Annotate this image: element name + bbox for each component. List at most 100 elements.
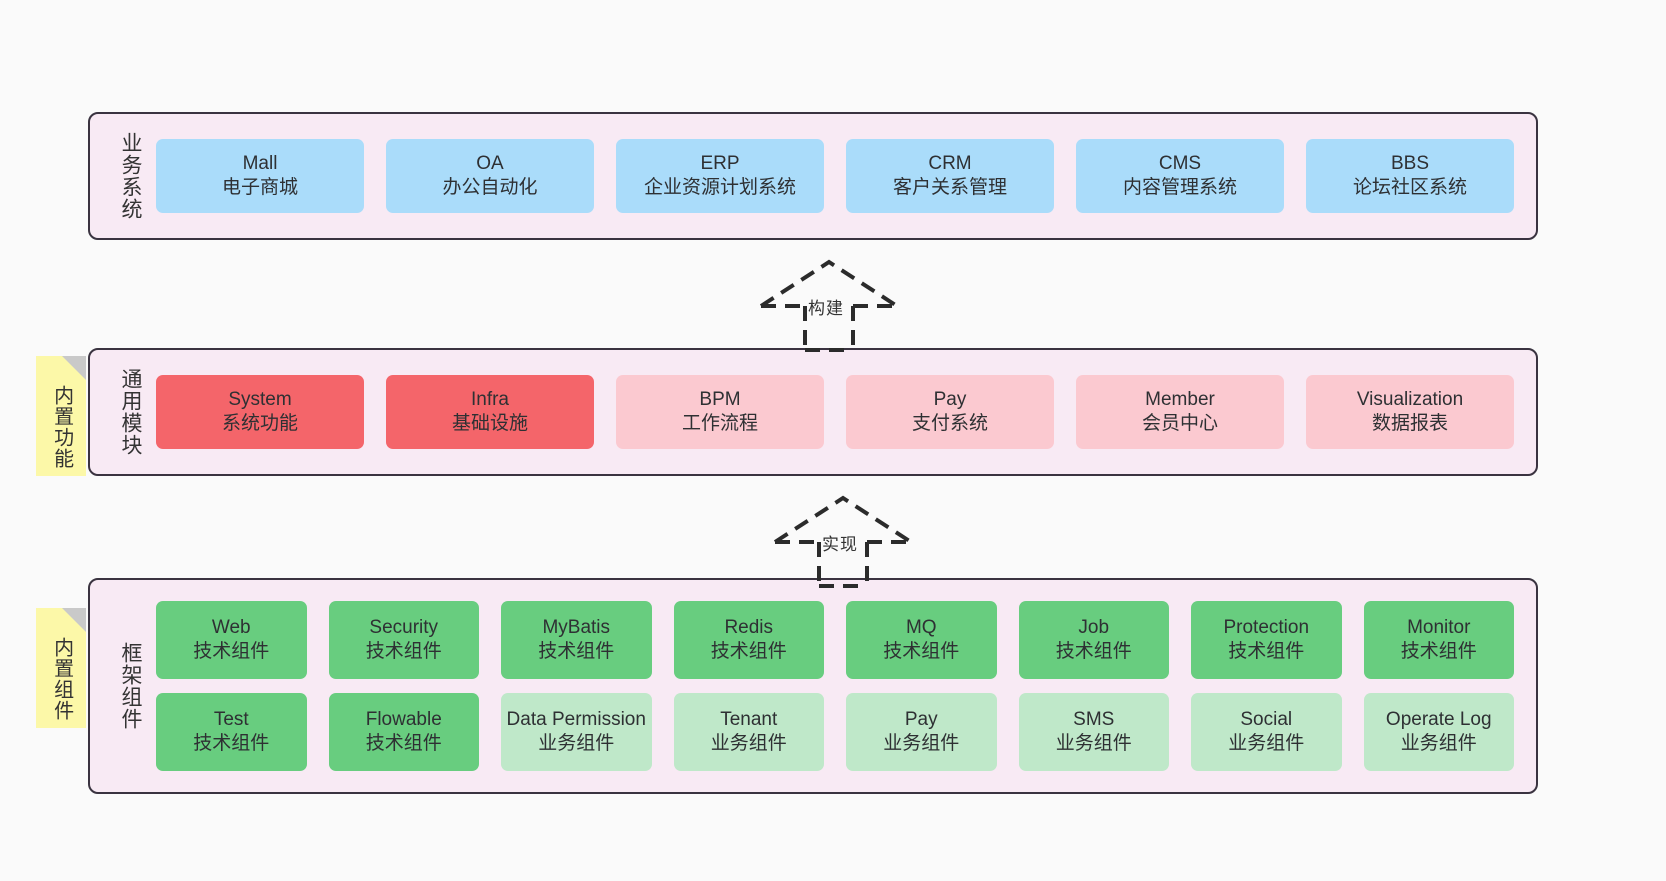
card-data-permission[interactable]: Data Permission 业务组件 [501, 693, 652, 771]
card-title: OA [476, 152, 504, 174]
card-crm[interactable]: CRM 客户关系管理 [846, 139, 1054, 213]
card-pay-component[interactable]: Pay 业务组件 [846, 693, 997, 771]
card-title: CRM [928, 152, 972, 174]
card-flowable[interactable]: Flowable 技术组件 [328, 693, 479, 771]
card-subtitle: 技术组件 [538, 641, 615, 662]
note-fold-corner-icon [62, 356, 86, 380]
card-subtitle: 技术组件 [1400, 641, 1477, 662]
card-subtitle: 基础设施 [451, 413, 528, 434]
card-oa[interactable]: OA 办公自动化 [386, 139, 594, 213]
card-subtitle: 电子商城 [221, 177, 298, 198]
card-title: Member [1145, 388, 1215, 410]
connector-build-arrow-icon [759, 259, 899, 352]
card-monitor[interactable]: Monitor 技术组件 [1363, 601, 1514, 679]
card-subtitle: 系统功能 [221, 413, 298, 434]
card-protection[interactable]: Protection 技术组件 [1191, 601, 1342, 679]
card-erp[interactable]: ERP 企业资源计划系统 [616, 139, 824, 213]
card-infra[interactable]: Infra 基础设施 [386, 375, 594, 449]
card-subtitle: 技术组件 [883, 641, 960, 662]
card-subtitle: 技术组件 [193, 641, 270, 662]
card-subtitle: 内容管理系统 [1122, 177, 1237, 198]
card-operate-log[interactable]: Operate Log 业务组件 [1363, 693, 1514, 771]
note-builtin-features: 内置功能 [36, 356, 86, 476]
card-security[interactable]: Security 技术组件 [328, 601, 479, 679]
card-title: Redis [724, 616, 774, 638]
card-subtitle: 客户关系管理 [892, 177, 1007, 198]
note-builtin-components-label: 内置组件 [50, 637, 73, 721]
card-subtitle: 技术组件 [1228, 641, 1305, 662]
note-builtin-components: 内置组件 [36, 608, 86, 728]
card-title: Flowable [365, 708, 442, 730]
layer-title-business-systems: 业务系统 [119, 132, 142, 220]
note-fold-corner-icon [62, 608, 86, 632]
card-title: Web [211, 616, 251, 638]
card-test[interactable]: Test 技术组件 [156, 693, 307, 771]
card-subtitle: 技术组件 [710, 641, 787, 662]
card-subtitle: 技术组件 [365, 733, 442, 754]
card-subtitle: 业务组件 [538, 733, 615, 754]
card-cms[interactable]: CMS 内容管理系统 [1076, 139, 1284, 213]
card-social[interactable]: Social 业务组件 [1191, 693, 1342, 771]
card-tenant[interactable]: Tenant 业务组件 [673, 693, 824, 771]
card-title: Protection [1223, 616, 1310, 638]
card-bpm[interactable]: BPM 工作流程 [616, 375, 824, 449]
card-subtitle: 业务组件 [1400, 733, 1477, 754]
card-title: Operate Log [1385, 708, 1492, 730]
layer-body-common-modules: System 系统功能 Infra 基础设施 BPM 工作流程 Pay 支付系统… [148, 350, 1536, 474]
card-subtitle: 会员中心 [1141, 413, 1218, 434]
card-pay-module[interactable]: Pay 支付系统 [846, 375, 1054, 449]
note-builtin-features-label: 内置功能 [50, 385, 73, 469]
connector-implement: 实现 [770, 492, 916, 588]
card-visualization[interactable]: Visualization 数据报表 [1306, 375, 1514, 449]
card-title: Pay [904, 708, 938, 730]
card-subtitle: 技术组件 [193, 733, 270, 754]
card-subtitle: 工作流程 [681, 413, 758, 434]
card-title: Job [1078, 616, 1110, 638]
card-member[interactable]: Member 会员中心 [1076, 375, 1284, 449]
card-title: Pay [933, 388, 967, 410]
card-mybatis[interactable]: MyBatis 技术组件 [501, 601, 652, 679]
card-web[interactable]: Web 技术组件 [156, 601, 307, 679]
card-title: Test [213, 708, 249, 730]
card-title: Infra [470, 388, 510, 410]
card-title: System [228, 388, 292, 410]
card-title: Tenant [720, 708, 778, 730]
card-row-business-components: Test 技术组件 Flowable 技术组件 Data Permission … [148, 693, 1522, 771]
connector-build-label: 构建 [808, 299, 844, 318]
card-title: BBS [1390, 152, 1430, 174]
card-subtitle: 业务组件 [883, 733, 960, 754]
card-title: Data Permission [506, 708, 646, 730]
card-title: ERP [700, 152, 740, 174]
layer-framework-components: 框架组件 Web 技术组件 Security 技术组件 MyBatis 技术组件… [88, 578, 1538, 794]
layer-body-business-systems: Mall 电子商城 OA 办公自动化 ERP 企业资源计划系统 CRM 客户关系… [148, 114, 1536, 238]
card-title: Visualization [1356, 388, 1464, 410]
card-subtitle: 业务组件 [710, 733, 787, 754]
layer-business-systems: 业务系统 Mall 电子商城 OA 办公自动化 ERP 企业资源计划系统 CRM… [88, 112, 1538, 240]
card-job[interactable]: Job 技术组件 [1018, 601, 1169, 679]
card-subtitle: 技术组件 [1055, 641, 1132, 662]
card-row-common: System 系统功能 Infra 基础设施 BPM 工作流程 Pay 支付系统… [148, 375, 1522, 449]
card-title: CMS [1158, 152, 1202, 174]
card-title: Social [1240, 708, 1293, 730]
card-mall[interactable]: Mall 电子商城 [156, 139, 364, 213]
card-subtitle: 论坛社区系统 [1352, 177, 1467, 198]
card-mq[interactable]: MQ 技术组件 [846, 601, 997, 679]
card-row-technical-components: Web 技术组件 Security 技术组件 MyBatis 技术组件 Redi… [148, 601, 1522, 679]
card-system[interactable]: System 系统功能 [156, 375, 364, 449]
card-row-business: Mall 电子商城 OA 办公自动化 ERP 企业资源计划系统 CRM 客户关系… [148, 139, 1522, 213]
card-subtitle: 数据报表 [1371, 413, 1448, 434]
card-subtitle: 支付系统 [911, 413, 988, 434]
card-subtitle: 业务组件 [1228, 733, 1305, 754]
card-title: SMS [1073, 708, 1115, 730]
card-redis[interactable]: Redis 技术组件 [673, 601, 824, 679]
card-title: Mall [242, 152, 278, 174]
card-title: Monitor [1407, 616, 1471, 638]
card-bbs[interactable]: BBS 论坛社区系统 [1306, 139, 1514, 213]
layer-common-modules: 通用模块 System 系统功能 Infra 基础设施 BPM 工作流程 Pay… [88, 348, 1538, 476]
connector-implement-arrow-icon [773, 495, 913, 588]
layer-title-common-modules: 通用模块 [119, 368, 142, 456]
card-sms[interactable]: SMS 业务组件 [1018, 693, 1169, 771]
card-subtitle: 技术组件 [365, 641, 442, 662]
connector-implement-label: 实现 [822, 535, 858, 554]
